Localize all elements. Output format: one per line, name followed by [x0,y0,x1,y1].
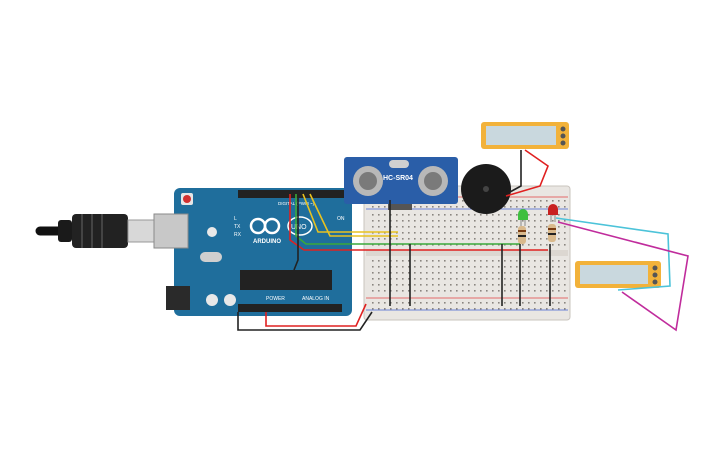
wire-cyan[interactable] [555,217,671,291]
usb-cable[interactable] [35,214,155,248]
wire-yellow-1[interactable] [302,193,398,233]
wire-lcd-top-vcc[interactable] [505,149,549,197]
rx-label: RX [234,232,242,238]
arduino-brand: ARDUINO [253,239,281,245]
wire-yellow-2[interactable] [309,193,398,237]
lcd-top[interactable] [481,122,569,149]
ultrasonic-sensor[interactable]: HC-SR04 [344,157,458,210]
wire-green[interactable] [295,194,520,245]
wire-power-gnd[interactable] [237,311,373,331]
lcd-right[interactable] [575,261,661,288]
reset-button[interactable] [183,195,191,203]
tx-label: TX [234,224,241,230]
wire-lcd-top-gnd[interactable] [509,150,522,193]
resistor-2[interactable] [548,224,556,242]
arduino-board[interactable]: ARDUINO UNO DIGITAL (PWM ~) POWER ANALOG… [153,188,352,316]
led-green[interactable] [518,209,528,226]
arduino-model: UNO [291,224,307,231]
l-label: L [234,216,237,222]
wire-red-led[interactable] [289,194,548,251]
wires [237,149,689,332]
analog-header-label: ANALOG IN [302,296,330,302]
sensor-name: HC-SR04 [383,175,413,182]
on-label: ON [337,216,345,222]
wire-power-5v[interactable] [265,303,367,327]
piezo-buzzer[interactable] [461,164,511,214]
power-header-label: POWER [266,296,285,302]
resistor-1[interactable] [518,226,526,244]
led-red[interactable] [548,204,558,222]
wire-magenta[interactable] [557,221,689,332]
wire-black-trig[interactable] [293,196,299,271]
